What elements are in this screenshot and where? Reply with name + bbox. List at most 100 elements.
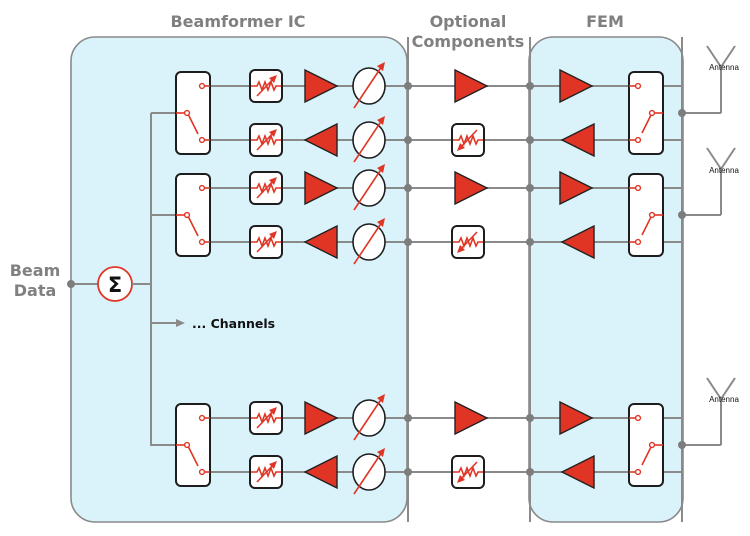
arrow-up-right-icon (377, 394, 385, 403)
input-node (67, 280, 75, 288)
switch-contact (634, 82, 642, 90)
optional-attenuator-ch2 (451, 225, 485, 259)
arrow-down-left-icon (457, 475, 465, 483)
junction-node (526, 414, 534, 422)
junction-node (526, 136, 534, 144)
switch-blade (187, 445, 199, 467)
junction-node (404, 238, 412, 246)
antenna-label-2: Antenna (709, 166, 739, 175)
arrow-up-right-icon (269, 75, 277, 83)
pa-amplifier-ch1 (304, 68, 339, 104)
lna-amplifier-chN (303, 454, 338, 490)
antenna-arm (706, 377, 722, 400)
switch-contact (198, 414, 206, 422)
optional-amplifier-ch2 (454, 170, 489, 206)
switch-contact (634, 136, 642, 144)
junction-node (526, 82, 534, 90)
phase-arrow-line (353, 65, 383, 109)
switch-contact (198, 238, 206, 246)
phase-arrow-line (353, 397, 383, 441)
arrow-up-right-icon (269, 461, 277, 469)
junction-node (404, 82, 412, 90)
switch-contact (634, 468, 642, 476)
switch-blade (641, 114, 652, 134)
junction-node (404, 136, 412, 144)
beam-data-label-line2: Data (14, 281, 57, 300)
fem-lna-chN (560, 454, 595, 490)
switch-contact (198, 82, 206, 90)
switch-contact (198, 468, 206, 476)
antenna-label-3: Antenna (709, 395, 739, 404)
phase-arrow-line (353, 119, 383, 163)
tx-phase-shifter-ch2 (352, 164, 386, 211)
arrow-up-right-icon (377, 62, 385, 71)
antenna-ch1 (682, 45, 736, 114)
optional-amplifier-chN (454, 400, 489, 436)
switch-blade (641, 446, 652, 466)
lna-amplifier-ch1 (303, 122, 338, 158)
beamformer-ic-title: Beamformer IC (170, 12, 305, 31)
bf-switch-ch2 (175, 173, 211, 257)
antenna-arm (706, 147, 722, 170)
tx-phase-shifter-chN (352, 394, 386, 441)
rx-phase-shifter-chN (352, 448, 386, 495)
arrow-down-left-icon (457, 143, 465, 151)
rx-attenuator-chN (249, 455, 283, 489)
antenna-arm (720, 45, 736, 68)
rx-phase-shifter-ch2 (352, 218, 386, 265)
junction-node (526, 468, 534, 476)
switch-contact (634, 184, 642, 192)
fem-lna-ch2 (560, 224, 595, 260)
fem-switch-ch1 (628, 71, 664, 155)
antenna-arm (720, 147, 736, 170)
optional-attenuator-chN (451, 455, 485, 489)
pa-amplifier-chN (304, 400, 339, 436)
lna-amplifier-ch2 (303, 224, 338, 260)
switch-contact (198, 136, 206, 144)
fem-switch-ch2 (628, 173, 664, 257)
bf-switch-chN (175, 403, 211, 487)
fem-pa-ch1 (559, 68, 594, 104)
switch-contact (183, 441, 191, 449)
arrow-up-right-icon (377, 116, 385, 125)
antenna-node (678, 211, 686, 219)
optional-attenuator-ch1 (451, 123, 485, 157)
switch-contact (634, 238, 642, 246)
antenna-node (678, 109, 686, 117)
arrow-down-left-icon (457, 245, 465, 253)
switch-contact (198, 184, 206, 192)
tx-attenuator-chN (249, 401, 283, 435)
arrow-right-icon (176, 319, 185, 327)
beam-data-label-line1: Beam (10, 261, 61, 280)
more-channels-label: ... Channels (192, 316, 275, 331)
switch-blade (187, 113, 199, 135)
optional-amplifier-ch1 (454, 68, 489, 104)
antenna-arm (706, 45, 722, 68)
rx-attenuator-ch2 (249, 225, 283, 259)
junction-node (526, 184, 534, 192)
switch-contact (634, 414, 642, 422)
switch-contact (183, 109, 191, 117)
junction-node (404, 184, 412, 192)
antenna-label-1: Antenna (709, 63, 739, 72)
arrow-up-right-icon (377, 218, 385, 227)
junction-node (404, 468, 412, 476)
phase-arrow-line (353, 451, 383, 495)
sigma-icon: Σ (108, 273, 122, 297)
fem-lna-ch1 (560, 122, 595, 158)
summer: Σ (97, 266, 133, 302)
junction-node (526, 238, 534, 246)
tx-phase-shifter-ch1 (352, 62, 386, 109)
antenna-arm (720, 377, 736, 400)
optional-components-title-line2: Components (412, 32, 525, 51)
fem-pa-chN (559, 400, 594, 436)
arrow-up-right-icon (377, 448, 385, 457)
arrow-up-right-icon (269, 407, 277, 415)
junction-node (404, 414, 412, 422)
arrow-up-right-icon (269, 129, 277, 137)
pa-amplifier-ch2 (304, 170, 339, 206)
antenna-ch2 (682, 147, 736, 216)
switch-blade (187, 215, 199, 237)
tx-attenuator-ch1 (249, 69, 283, 103)
fem-switch-chN (628, 403, 664, 487)
